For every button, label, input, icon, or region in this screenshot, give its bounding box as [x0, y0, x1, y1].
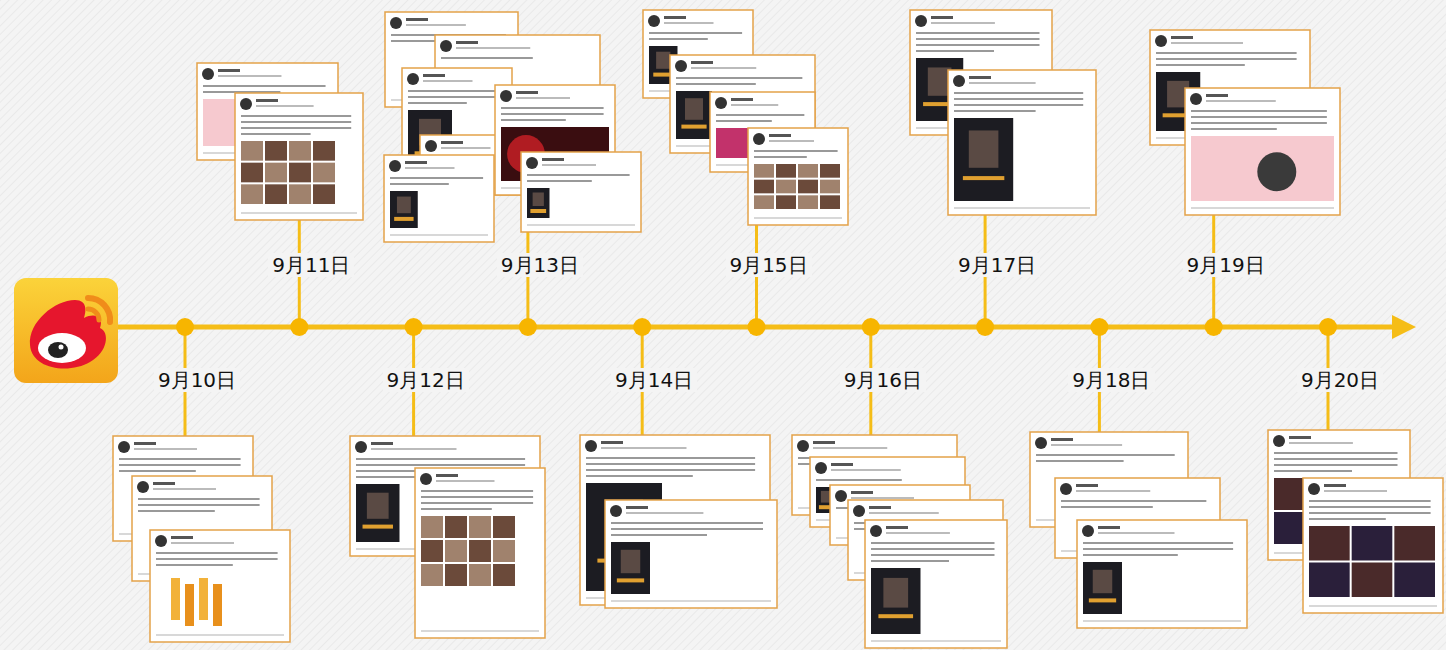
post-screenshot — [1185, 88, 1340, 215]
post-screenshot — [1077, 520, 1247, 628]
date-label: 9月14日 — [611, 368, 697, 392]
timeline-dot — [1319, 318, 1337, 336]
post-screenshot — [415, 468, 545, 638]
timeline-dot — [862, 318, 880, 336]
post-screenshot — [235, 93, 363, 220]
post-screenshot — [948, 70, 1096, 215]
timeline-dot — [1090, 318, 1108, 336]
date-label: 9月19日 — [1183, 253, 1269, 277]
post-screenshot — [748, 128, 848, 225]
post-screenshot — [350, 436, 540, 556]
timeline-dot — [519, 318, 537, 336]
date-label: 9月11日 — [268, 253, 354, 277]
date-label: 9月10日 — [154, 368, 240, 392]
date-label: 9月12日 — [383, 368, 469, 392]
timeline-dot — [633, 318, 651, 336]
date-label: 9月15日 — [725, 253, 811, 277]
timeline-dot — [748, 318, 766, 336]
date-label: 9月13日 — [497, 253, 583, 277]
post-screenshot — [865, 520, 1007, 648]
axis-arrowhead — [1392, 315, 1416, 339]
timeline-dot — [976, 318, 994, 336]
date-label: 9月17日 — [954, 253, 1040, 277]
date-label: 9月20日 — [1297, 368, 1383, 392]
timeline-dot — [176, 318, 194, 336]
post-screenshot — [384, 155, 494, 242]
post-screenshot — [1303, 478, 1443, 613]
post-screenshot — [605, 500, 777, 608]
weibo-logo — [14, 278, 118, 383]
date-label: 9月18日 — [1068, 368, 1154, 392]
date-label: 9月16日 — [840, 368, 926, 392]
post-screenshot — [150, 530, 290, 642]
post-screenshot — [521, 152, 641, 232]
timeline-dot — [1205, 318, 1223, 336]
timeline-dot — [290, 318, 308, 336]
timeline-dot — [405, 318, 423, 336]
